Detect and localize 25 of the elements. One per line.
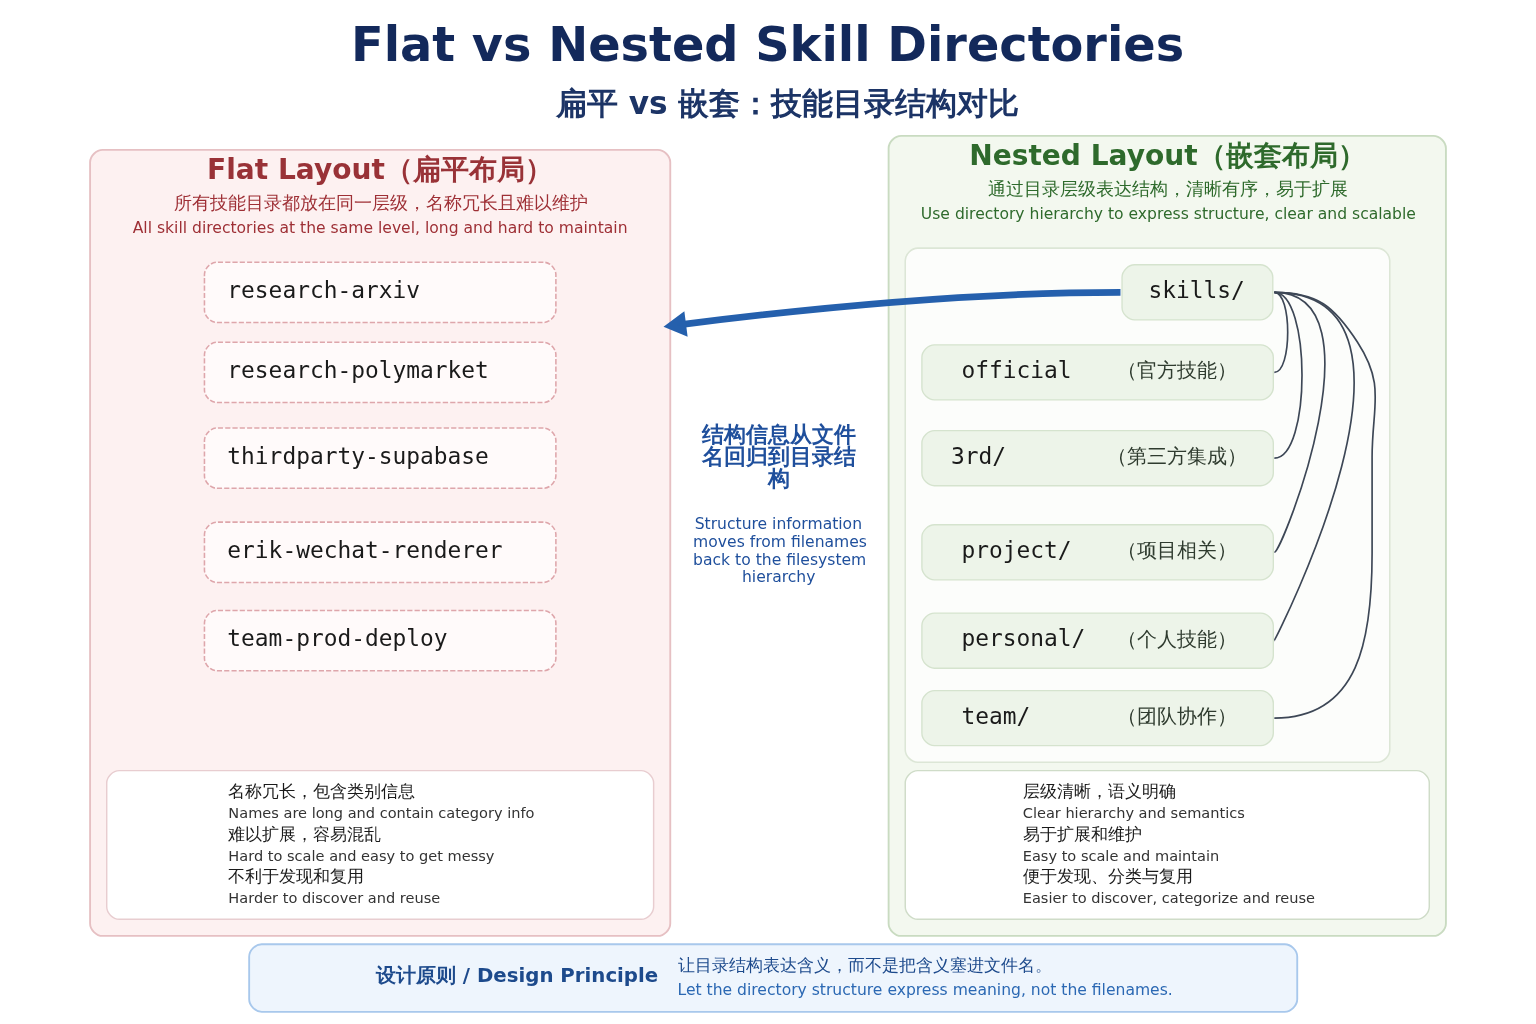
cluster bbox=[904, 246, 1391, 763]
node-box: official （官方技能） bbox=[921, 343, 1274, 401]
diagram-title: Flat vs Nested Skill Directories bbox=[351, 16, 1185, 72]
label: 结构信息从文件名回归到目录结构 bbox=[702, 421, 857, 491]
connector bbox=[1273, 291, 1355, 641]
node-box: 名称冗长，包含类别信息 Names are long and contain category info 难以扩展，容易混乱 Hard to scale and easy to get messy 不利于发现和复用 Harder to discover and reuse bbox=[106, 769, 655, 920]
arrow bbox=[663, 288, 1121, 337]
node-box: team/ （团队协作） bbox=[921, 689, 1274, 746]
node-box: research-arxiv bbox=[203, 260, 557, 323]
node-box: 层级清晰，语义明确 Clear hierarchy and semantics 易于扩展和维护 Easy to scale and maintain 便于发现、分类与复用 Easier to discover, categorize and reuse bbox=[904, 769, 1430, 920]
node-box: thirdparty-supabase bbox=[203, 426, 557, 489]
node-box: team-prod-deploy bbox=[203, 609, 557, 672]
node-box: research-polymarket bbox=[203, 340, 557, 403]
connector bbox=[1273, 291, 1377, 719]
node-box: skills/ bbox=[1121, 263, 1274, 321]
connector bbox=[1273, 291, 1303, 459]
connector bbox=[1273, 291, 1289, 373]
node-box: 设计原则 / Design Principle 让目录结构表达含义，而不是把含义塞进文件名。 Let the directory structure express meaning, not the filenames. bbox=[248, 942, 1299, 1013]
label: Structure information moves from filenames back to the filesystem hierarchy bbox=[693, 514, 867, 586]
label: 扁平 vs 嵌套：技能目录结构对比 bbox=[555, 84, 1020, 121]
connector bbox=[1273, 291, 1326, 553]
node-box: project/ （项目相关） bbox=[921, 523, 1274, 580]
node-box: 3rd/ （第三方集成） bbox=[921, 429, 1274, 486]
node-box: erik-wechat-renderer bbox=[203, 520, 557, 583]
node-box: personal/ （个人技能） bbox=[921, 611, 1274, 669]
